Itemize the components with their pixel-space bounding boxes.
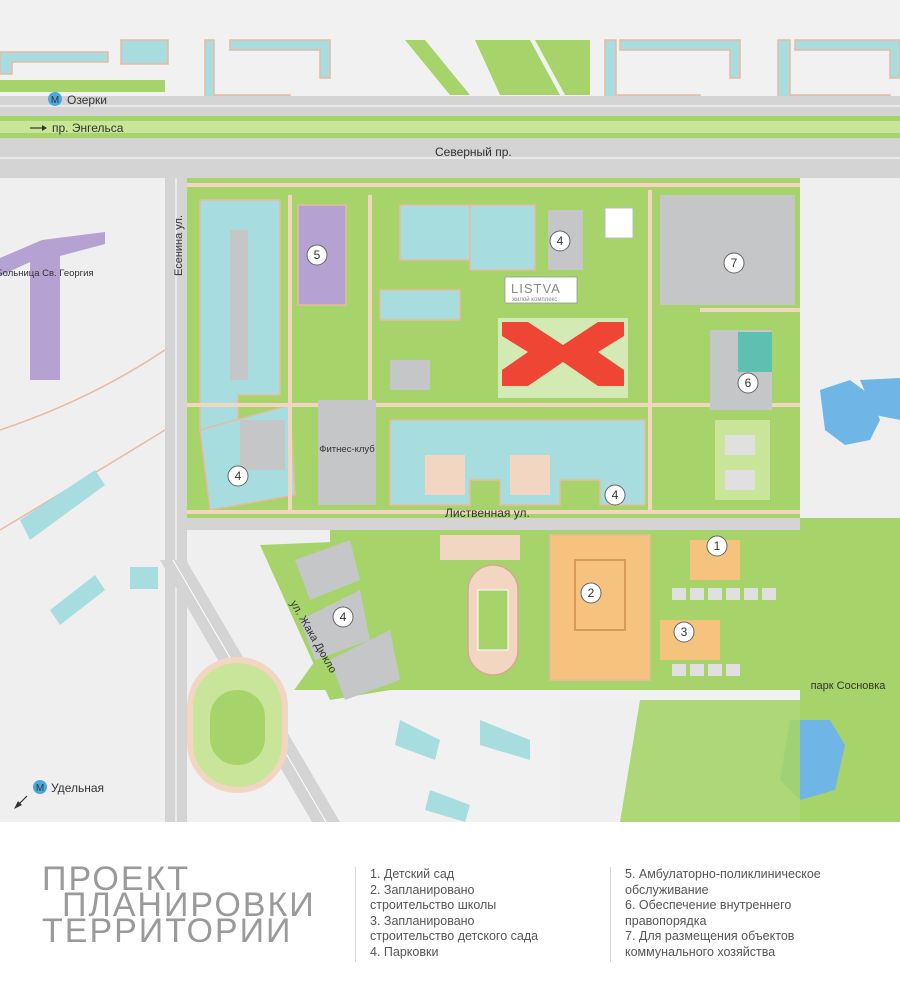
legend-item: коммунального хозяйства [625, 944, 776, 959]
direction-arrow-icon [30, 125, 47, 131]
svg-text:5: 5 [314, 248, 321, 262]
svg-text:4: 4 [340, 610, 347, 624]
legend-item: строительство детского сада [370, 929, 539, 943]
street-listvennaya-label: Лиственная ул. [445, 506, 530, 520]
legend-item: 4. Парковки [370, 944, 439, 959]
legend-item: правопорядка [625, 913, 707, 928]
svg-text:3: 3 [681, 625, 688, 639]
legend-item: 3. Запланировано [370, 913, 475, 928]
legend-panel: ПРОЕКТ ПЛАНИРОВКИ ТЕРРИТОРИИ 1. Детский … [0, 822, 900, 989]
svg-text:2: 2 [588, 586, 595, 600]
svg-text:M: M [36, 783, 44, 794]
svg-text:4: 4 [612, 488, 619, 502]
legend-item: обслуживание [625, 882, 709, 897]
legend-divider [610, 867, 611, 962]
legend-column-2: 5. Амбулаторно-поликлиническое обслужива… [625, 867, 821, 960]
svg-text:4: 4 [235, 469, 242, 483]
hospital-label: Больница Св. Георгия [0, 268, 94, 279]
svg-text:1: 1 [714, 539, 721, 553]
metro-udelnaya-label: Удельная [51, 781, 104, 795]
complex-sub-label: жилой комплекс [512, 296, 557, 303]
metro-icon: M [48, 92, 62, 106]
legend-item: 6. Обеспечение внутреннего [625, 898, 792, 912]
listva-complex [498, 318, 628, 398]
legend-title-line-1: ПРОЕКТ [42, 860, 191, 898]
legend-item: 2. Запланировано [370, 882, 475, 897]
park-label: парк Сосновка [811, 680, 887, 692]
metro-ozerki-label: Озерки [67, 93, 107, 107]
legend-divider [355, 867, 356, 962]
legend-title-line-2: ПЛАНИРОВКИ [62, 886, 316, 924]
svg-text:4: 4 [557, 234, 564, 248]
svg-text:M: M [51, 95, 59, 106]
map-markers: 5 4 7 6 4 4 1 2 4 3 [227, 230, 759, 643]
avenue-north-label: Северный пр. [435, 145, 512, 159]
complex-name-label: LISTVA [511, 281, 561, 296]
legend-column-1: 1. Детский сад 2. Запланировано строител… [370, 867, 538, 960]
legend-item: 7. Для размещения объектов [625, 929, 795, 943]
svg-text:7: 7 [731, 256, 738, 270]
direction-arrow-icon [14, 795, 28, 809]
svg-text:6: 6 [745, 376, 752, 390]
territory-map: M M 5 4 7 6 4 4 1 2 4 3 Озерки пр. Энгел… [0, 0, 900, 823]
fitness-label: Фитнес-клуб [319, 444, 375, 455]
street-esenina-label: Есенина ул. [173, 215, 185, 276]
legend-title-line-3: ТЕРРИТОРИИ [42, 912, 293, 950]
legend-item: 5. Амбулаторно-поликлиническое [625, 867, 821, 881]
legend-item: строительство школы [370, 898, 497, 912]
legend-item: 1. Детский сад [370, 867, 455, 881]
avenue-engels-label: пр. Энгельса [52, 121, 124, 135]
metro-icon: M [33, 780, 47, 794]
